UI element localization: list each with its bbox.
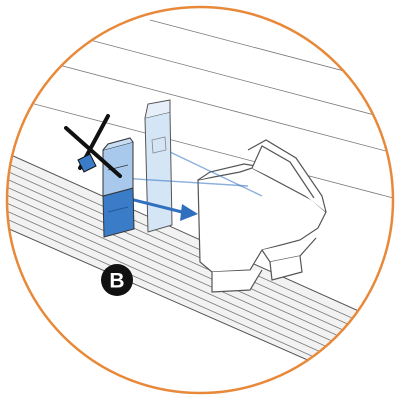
cross-handle-tool-icon [64,114,122,178]
holder-cup [197,139,327,293]
background-panel [7,19,393,201]
mounting-clip-icon [102,137,135,238]
magnifier-border [5,5,395,395]
circle-content [7,19,393,393]
step-label: B [109,270,124,293]
circle-letter-badge: B [101,264,133,296]
rail [7,149,393,393]
clip-ghost [144,99,173,233]
